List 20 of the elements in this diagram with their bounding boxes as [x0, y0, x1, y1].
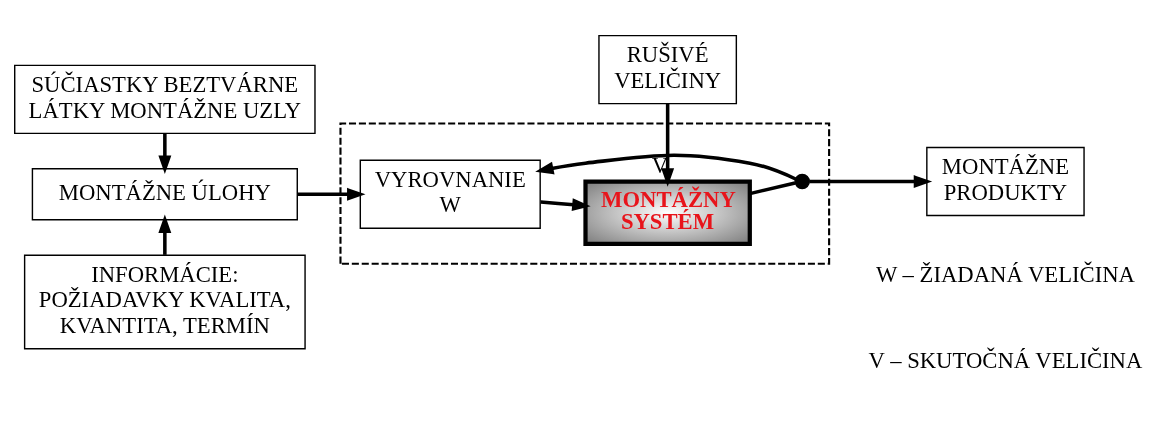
label: V – SKUTOČNÁ VELIČINA	[868, 348, 1143, 374]
node-box: MONTÁŽNE PRODUKTY	[926, 146, 1085, 217]
arrow	[661, 103, 675, 187]
arrow	[535, 153, 797, 181]
label: W – ŽIADANÁ VELIČINA	[875, 261, 1135, 287]
node-box: RUŠIVÉ VELIČINY	[598, 34, 738, 105]
connector	[749, 181, 796, 196]
node-box: MONTÁŽNE ÚLOHY	[31, 168, 298, 221]
arrow	[809, 175, 933, 188]
node-box: MONTÁŽNY SYSTÉM	[583, 179, 752, 246]
arrow	[158, 214, 172, 255]
node-box: INFORMÁCIE: POŽIADAVKY KVALITA, KVANTITA, TERMÍN	[23, 254, 306, 350]
edge-label: V	[651, 153, 669, 179]
arrow	[297, 187, 366, 201]
arrow	[158, 133, 172, 175]
node-box: VYROVNANIE W	[359, 159, 541, 229]
arrow	[540, 198, 591, 212]
node-circle	[794, 173, 810, 190]
cluster	[339, 122, 831, 265]
node-box: SÚČIASTKY BEZTVÁRNE LÁTKY MONTÁŽNE UZLY	[14, 64, 316, 135]
